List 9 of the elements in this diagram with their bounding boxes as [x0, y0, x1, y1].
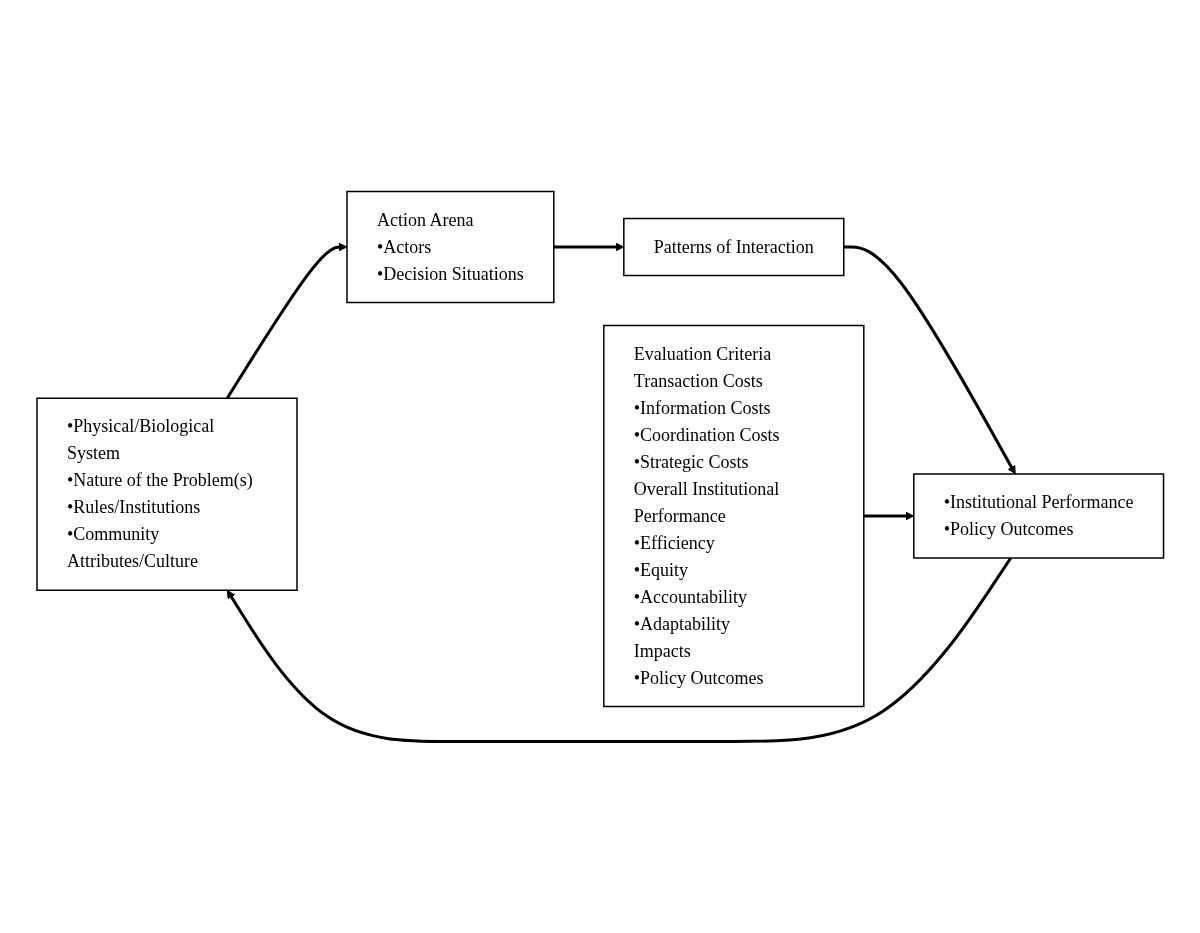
arrow — [863, 511, 914, 521]
node-box: •Institutional Performance •Policy Outcomes — [912, 473, 1164, 559]
arrow — [553, 242, 624, 252]
node-box: Action Arena •Actors •Decision Situations — [345, 190, 555, 304]
arrow — [843, 245, 1016, 475]
node-box: •Physical/Biological System •Nature of the Problem(s) •Rules/Institutions •Community Attributes/Culture — [35, 397, 298, 591]
node-box: Patterns of Interaction — [622, 217, 845, 277]
node-box: Evaluation Criteria Transaction Costs •Information Costs •Coordination Costs •Strategic Costs Overall Institutional Performance •Efficiency •Equity •Accountability •Adaptability Impacts •Policy Outcomes — [602, 324, 865, 708]
arrow — [226, 557, 1012, 743]
